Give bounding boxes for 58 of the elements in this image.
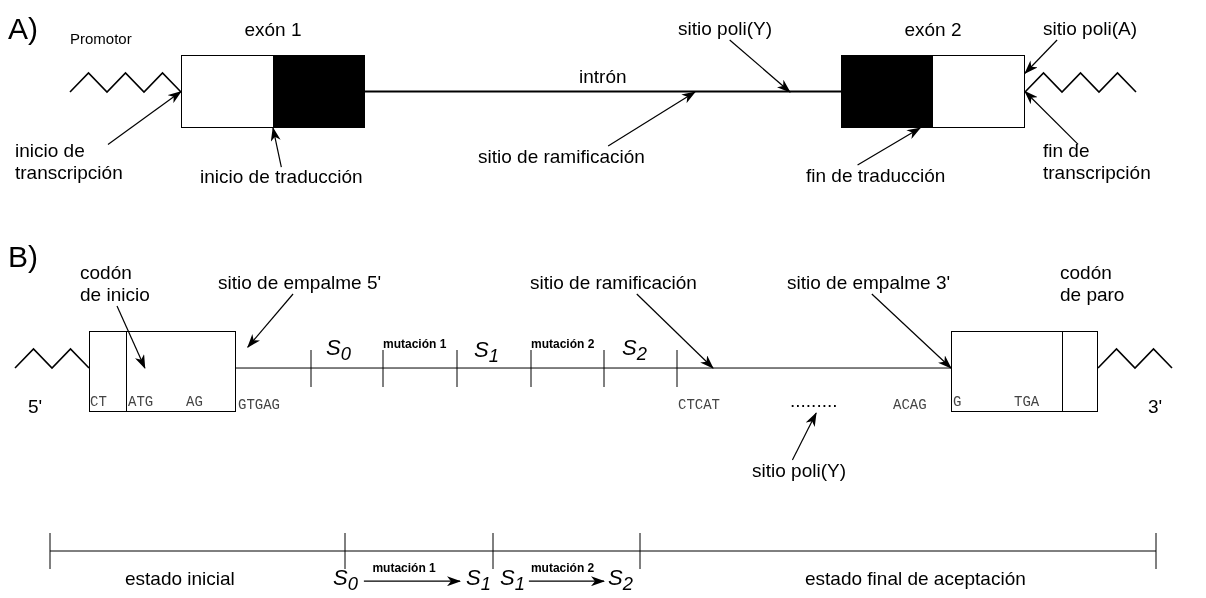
- annotation-label: codón de inicio: [80, 262, 154, 306]
- state-label: S$_{0}$: [333, 566, 358, 597]
- leader-line: [871, 293, 952, 369]
- sequence-text: ACAG: [893, 397, 927, 413]
- ellipsis-dots: .........: [790, 390, 838, 412]
- leader-line: [116, 305, 146, 369]
- annotation-label: sitio de empalme 5': [218, 272, 382, 294]
- annotation-label: sitio de empalme 3': [787, 272, 951, 294]
- leader-line: [607, 91, 696, 147]
- state-description: estado inicial: [125, 568, 235, 590]
- state-label: S$_{2}$: [622, 336, 647, 367]
- sequence-text: AG: [186, 394, 203, 410]
- leader-line: [247, 293, 294, 348]
- arrow: [528, 576, 605, 587]
- state-label: S$_{1}$: [466, 566, 491, 597]
- leader-line: [270, 127, 282, 168]
- sequence-text: CT: [90, 394, 107, 410]
- leader-line: [791, 412, 817, 461]
- leader-line: [636, 293, 714, 369]
- panel-label: A): [8, 12, 38, 46]
- end-label: 5': [28, 396, 43, 418]
- state-description: estado final de aceptación: [805, 568, 1026, 590]
- annotation-label: sitio poli(Y): [678, 18, 772, 40]
- end-label: 3': [1148, 396, 1163, 418]
- promoter-label: Promotor: [70, 30, 132, 48]
- mutation-label: mutación 1: [383, 337, 447, 351]
- leader-line: [1024, 39, 1058, 74]
- exon-box: [951, 331, 1098, 412]
- sequence-text: G: [953, 394, 962, 410]
- annotation-label: fin de traducción: [806, 165, 946, 187]
- leader-line: [107, 90, 182, 145]
- mutation-label: mutación 2: [531, 337, 595, 351]
- arrow: [363, 576, 461, 587]
- codon-label: codón de paro: [1060, 262, 1126, 306]
- annotation-label: sitio de ramificación: [530, 272, 697, 294]
- sequence-text: GTGAG: [238, 397, 280, 413]
- annotation-label: fin de transcripción: [1043, 140, 1173, 184]
- annotation-label: sitio poli(A): [1043, 18, 1137, 40]
- exon-label: exón 1: [243, 18, 303, 42]
- annotation-label: sitio poli(Y): [752, 460, 846, 482]
- intron-line: [364, 90, 842, 93]
- intron-line: [235, 367, 952, 369]
- state-label: S$_{1}$: [474, 338, 499, 369]
- state-label: S$_{1}$: [500, 566, 525, 597]
- state-label: S$_{2}$: [608, 566, 633, 597]
- annotation-label: inicio de transcripción: [15, 140, 145, 184]
- sequence-text: TGA: [1014, 394, 1040, 410]
- leader-line: [1024, 90, 1079, 145]
- leader-line: [857, 127, 921, 166]
- annotation-label: sitio de ramificación: [478, 146, 645, 168]
- state-label: S$_{0}$: [326, 336, 351, 367]
- annotation-label: inicio de traducción: [200, 166, 363, 188]
- sequence-text: ATG: [128, 394, 154, 410]
- panel-label: B): [8, 240, 38, 274]
- exon-box: [89, 331, 236, 412]
- exon-label: exón 2: [903, 18, 963, 42]
- sequence-text: CTCAT: [678, 397, 720, 413]
- leader-line: [729, 39, 791, 93]
